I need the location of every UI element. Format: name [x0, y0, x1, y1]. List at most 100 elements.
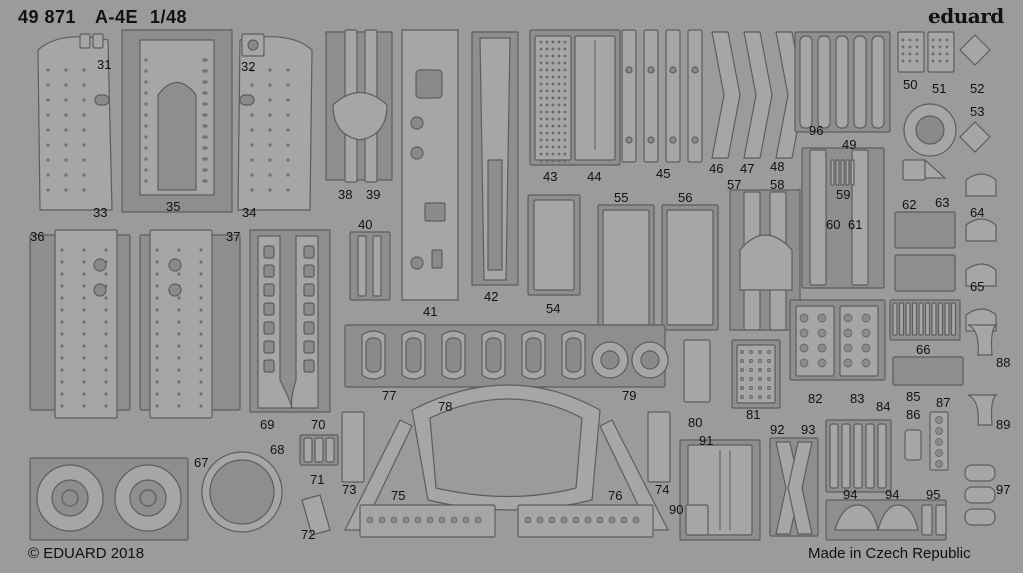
rivet-hole: [104, 368, 108, 372]
rivet-hole: [177, 344, 181, 348]
rivet-hole: [155, 392, 159, 396]
rivet-hole: [539, 131, 543, 135]
rivet-hole: [155, 248, 159, 252]
part-60: [809, 149, 827, 286]
rivet-hole: [155, 404, 159, 408]
rivet-hole: [82, 173, 86, 177]
rivet-hole: [64, 143, 68, 147]
rivet-hole: [199, 392, 203, 396]
hole: [410, 256, 424, 270]
rivet-hole: [199, 248, 203, 252]
strip-84: [841, 423, 851, 489]
part-number: 46: [709, 161, 724, 176]
slot: [94, 94, 110, 106]
rivet-hole: [843, 313, 853, 323]
frame-62: [894, 254, 956, 292]
rivet-hole: [155, 380, 159, 384]
rivet-hole: [545, 40, 549, 44]
rivet-hole: [82, 260, 86, 264]
rivet-hole: [817, 358, 827, 368]
rivet-hole: [199, 308, 203, 312]
rivet-hole: [901, 52, 905, 56]
strip-84: [829, 423, 839, 489]
rivet-hole: [799, 313, 809, 323]
etched-part: [647, 66, 655, 74]
rivet-hole: [82, 368, 86, 372]
rivet-hole: [931, 59, 935, 63]
part-81: [736, 344, 776, 404]
rivet-hole: [250, 68, 254, 72]
rivet-hole: [199, 320, 203, 324]
rivet-hole: [915, 59, 919, 63]
rivet-hole: [935, 427, 943, 435]
rivet-hole: [82, 83, 86, 87]
rivet-hole: [908, 52, 912, 56]
rivet-hole: [539, 68, 543, 72]
rivet-hole: [199, 332, 203, 336]
slot: [303, 340, 315, 354]
rivet-hole: [199, 260, 203, 264]
rivet-hole: [945, 38, 949, 42]
rivet-hole: [539, 138, 543, 142]
part-number: 43: [543, 169, 558, 184]
part-number: 66: [916, 342, 931, 357]
part-number: 81: [746, 407, 761, 422]
rivet-hole: [82, 128, 86, 132]
window-opening: [405, 337, 422, 373]
rivet-hole: [144, 124, 148, 128]
slot: [303, 321, 315, 335]
part-56: [666, 209, 714, 326]
rivet-hole: [104, 332, 108, 336]
rivet-hole: [286, 173, 290, 177]
rivet-hole: [560, 516, 568, 524]
part-number: 36: [30, 229, 45, 244]
rivet-hole: [632, 516, 640, 524]
rivet-hole: [155, 308, 159, 312]
rivet-hole: [545, 103, 549, 107]
rivet-hole: [901, 38, 905, 42]
rivet-hole: [557, 75, 561, 79]
etched-part: [139, 489, 157, 507]
rivet-hole: [366, 516, 374, 524]
part-number: 54: [546, 301, 561, 316]
part-number: 83: [850, 391, 865, 406]
strip-45: [665, 29, 681, 163]
rivet-hole: [64, 98, 68, 102]
rivet-hole: [104, 296, 108, 300]
part-number: 94: [843, 487, 858, 502]
rivet-hole: [155, 368, 159, 372]
rivet-hole: [144, 69, 148, 73]
engraving: [487, 159, 503, 271]
rivet-hole: [82, 143, 86, 147]
rivet-hole: [60, 320, 64, 324]
rivet-hole: [155, 272, 159, 276]
rivet-hole: [46, 143, 50, 147]
part-number: 89: [996, 417, 1011, 432]
rivet-hole: [551, 75, 555, 79]
rivet-hole: [199, 380, 203, 384]
strip-45: [621, 29, 637, 163]
etched-part: [691, 136, 699, 144]
rivet-hole: [545, 61, 549, 65]
rivet-hole: [177, 404, 181, 408]
rivet-hole: [563, 89, 567, 93]
rivet-hole: [60, 380, 64, 384]
part-40: [357, 235, 367, 297]
rivet-hole: [551, 145, 555, 149]
part-61: [851, 149, 869, 286]
rivet-hole: [551, 61, 555, 65]
rivet-hole: [767, 377, 771, 381]
rivet-hole: [557, 159, 561, 163]
rivet-hole: [563, 124, 567, 128]
rivet-hole: [177, 272, 181, 276]
part-number: 62: [902, 197, 917, 212]
rivet-hole: [46, 128, 50, 132]
rivet-hole: [563, 47, 567, 51]
rivet-hole: [450, 516, 458, 524]
rivet-hole: [144, 80, 148, 84]
rivet-hole: [861, 343, 871, 353]
ring-38-39: [332, 92, 388, 141]
rivet-hole: [749, 350, 753, 354]
rivet-hole: [104, 272, 108, 276]
